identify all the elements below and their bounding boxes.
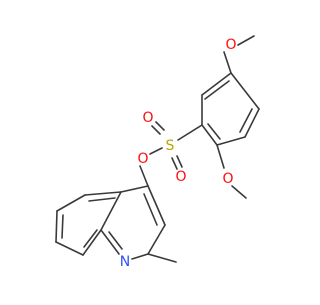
- bond-b5: [82, 229, 102, 256]
- bond-ring-a5-inner: [239, 108, 253, 133]
- bond-s-o-left-1: [151, 125, 161, 135]
- structure-canvas: O O S O O O N: [55, 35, 260, 270]
- bond-q5: [147, 224, 166, 255]
- oxygen-methoxy-top-label: O: [225, 37, 236, 53]
- bond-b4: [55, 241, 84, 256]
- molecule-drawing: O O S O O O N: [55, 35, 260, 270]
- sulfur-label: S: [166, 138, 175, 154]
- bond-ring-a5: [244, 108, 260, 138]
- bond-q3: [100, 229, 120, 255]
- bond-ring-a6: [230, 72, 260, 110]
- bond-q6-inner: [143, 193, 158, 226]
- bond-s-o-bottom-2: [176, 155, 183, 168]
- atom-labels: O O S O O O N: [120, 37, 237, 270]
- bond-c2-methyl: [147, 253, 177, 263]
- bond-b5-inner: [83, 229, 98, 248]
- oxygen-ester-label: O: [137, 151, 148, 167]
- bond-q3-inner: [108, 231, 123, 250]
- bond-ring-a3: [201, 124, 218, 146]
- bond-ring-s: [177, 124, 203, 141]
- oxygen-methoxy-bottom-label: O: [222, 171, 233, 187]
- oxygen-sulfonyl-left-label: O: [142, 110, 153, 126]
- bond-o-ring-top: [223, 51, 232, 74]
- bond-b3: [55, 210, 58, 243]
- bond-q2: [100, 191, 122, 231]
- bond-o-quinoline: [139, 165, 149, 187]
- bond-ring-a1-inner: [204, 80, 230, 100]
- bond-methyl-o-top: [237, 35, 255, 46]
- bond-s-o-ester: [149, 147, 163, 155]
- bond-lines: [55, 35, 260, 263]
- bond-b3-inner: [61, 214, 64, 239]
- bond-b2: [56, 194, 86, 212]
- oxygen-sulfonyl-bottom-label: O: [175, 169, 186, 185]
- bond-o-methyl-bottom: [231, 185, 247, 199]
- bond-b1: [84, 191, 122, 196]
- bond-n-c2: [131, 253, 149, 260]
- bond-ring-a4: [216, 136, 246, 146]
- bond-q1: [120, 185, 149, 193]
- bond-ring-a1: [201, 72, 232, 96]
- nitrogen-label: N: [120, 254, 130, 270]
- bond-s-o-left-2: [155, 121, 165, 131]
- bond-ring-o-bottom: [216, 144, 225, 169]
- bond-s-o-bottom-1: [171, 157, 178, 170]
- bond-q6: [147, 185, 166, 226]
- bond-b1-inner: [88, 197, 116, 202]
- bond-ring-a3-inner: [207, 123, 221, 140]
